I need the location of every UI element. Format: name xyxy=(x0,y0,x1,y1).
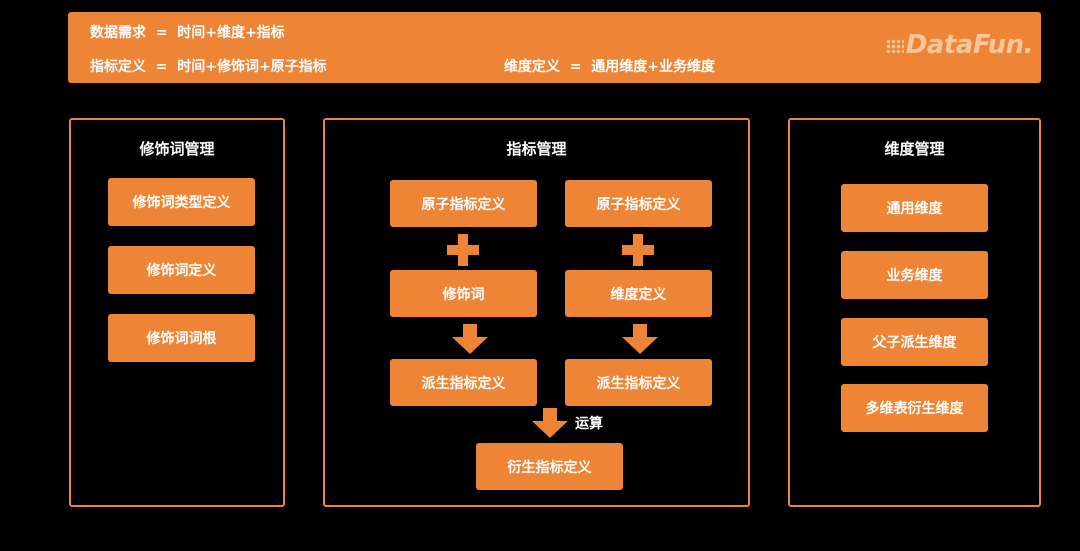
formula-banner: 数据需求 = 时间+维度+指标 指标定义 = 时间+修饰词+原子指标 维度定义 … xyxy=(68,12,1041,83)
left-atomic-metric-box: 原子指标定义 xyxy=(390,180,537,227)
parent-child-derived-dimension-box: 父子派生维度 xyxy=(841,318,988,366)
modifier-definition-box: 修饰词定义 xyxy=(108,246,255,294)
left-plus-icon xyxy=(447,234,479,266)
composite-metric-box: 衍生指标定义 xyxy=(476,443,623,490)
right-derived-metric-box: 派生指标定义 xyxy=(565,359,712,406)
metric-panel-title: 指标管理 xyxy=(506,140,567,158)
data-requirement-formula: 数据需求 = 时间+维度+指标 xyxy=(90,25,285,41)
right-down-arrow-icon xyxy=(622,324,658,354)
logo-dots-icon xyxy=(885,38,904,53)
metric-management-panel: 指标管理 原子指标定义 修饰词 派生指标定义 原子指标定义 维度定义 派生指标定… xyxy=(323,118,750,507)
logo-text: DataFun. xyxy=(905,30,1034,60)
modifier-root-box: 修饰词词根 xyxy=(108,314,255,362)
dimension-management-panel: 维度管理 通用维度 业务维度 父子派生维度 多维表衍生维度 xyxy=(788,118,1041,507)
modifier-panel-title: 修饰词管理 xyxy=(139,140,215,158)
operation-down-arrow-icon xyxy=(532,408,568,438)
multidimensional-table-derived-dimension-box: 多维表衍生维度 xyxy=(841,384,988,432)
left-modifier-box: 修饰词 xyxy=(390,270,537,317)
datafun-logo: DataFun. xyxy=(885,30,1034,60)
modifier-management-panel: 修饰词管理 修饰词类型定义 修饰词定义 修饰词词根 xyxy=(69,118,285,507)
modifier-type-definition-box: 修饰词类型定义 xyxy=(108,178,255,226)
right-atomic-metric-box: 原子指标定义 xyxy=(565,180,712,227)
operation-label: 运算 xyxy=(575,416,603,432)
right-plus-icon xyxy=(622,234,654,266)
right-dimension-definition-box: 维度定义 xyxy=(565,270,712,317)
dimension-definition-formula: 维度定义 = 通用维度+业务维度 xyxy=(504,59,715,75)
general-dimension-box: 通用维度 xyxy=(841,184,988,232)
left-down-arrow-icon xyxy=(452,324,488,354)
dimension-panel-title: 维度管理 xyxy=(884,140,945,158)
business-dimension-box: 业务维度 xyxy=(841,251,988,299)
metric-definition-formula: 指标定义 = 时间+修饰词+原子指标 xyxy=(90,59,327,75)
left-derived-metric-box: 派生指标定义 xyxy=(390,359,537,406)
